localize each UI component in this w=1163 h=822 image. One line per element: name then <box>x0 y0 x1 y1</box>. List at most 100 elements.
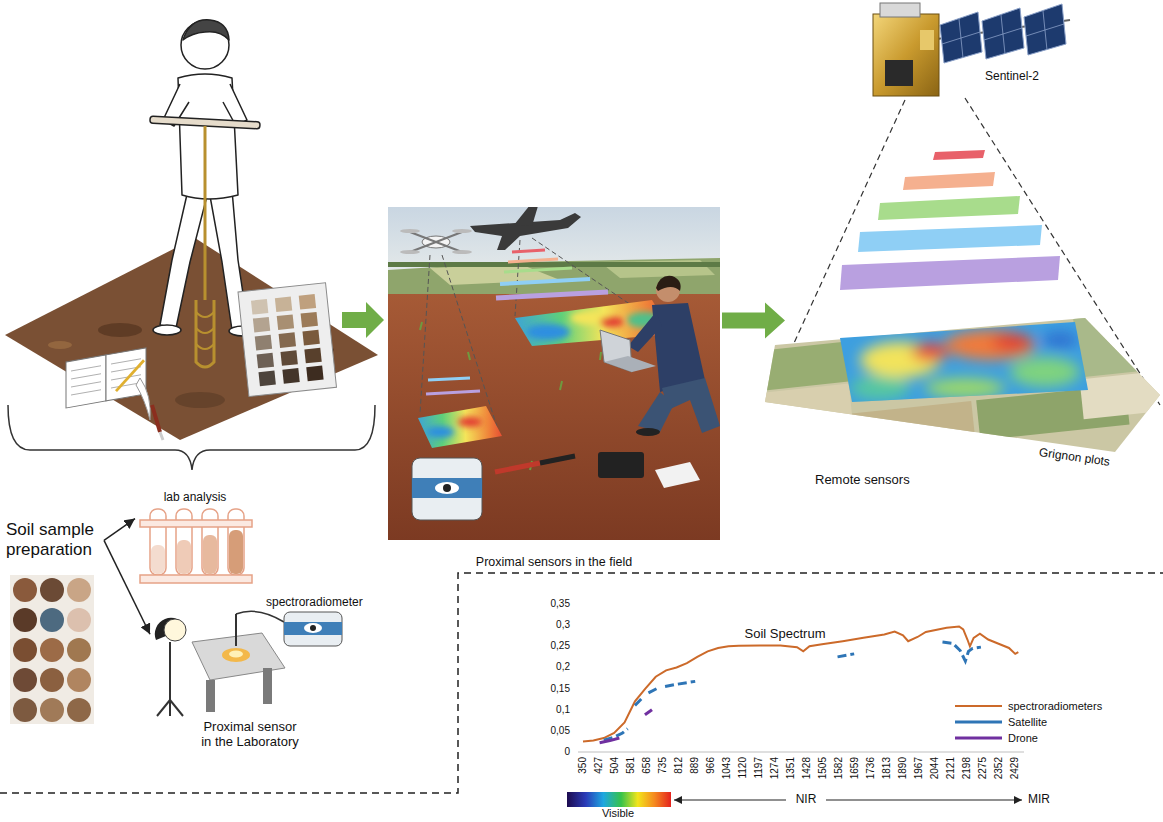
spectrum-curve <box>648 689 656 693</box>
satellite-footprint <box>840 256 1060 290</box>
test-tube-rack <box>150 509 166 575</box>
field-photo <box>426 391 480 394</box>
aerial-map <box>835 315 1095 410</box>
test-tube-rack <box>177 540 191 574</box>
sampling-tools <box>136 378 163 440</box>
axis-tick: 2275 <box>977 757 989 779</box>
axis-tick: 0,1 <box>556 704 570 716</box>
aerial-map <box>1010 357 1080 387</box>
soil-sample-dishes <box>67 698 91 722</box>
munsell-chart <box>275 297 292 313</box>
lab-setup <box>155 611 342 716</box>
munsell-chart <box>277 314 294 330</box>
spectral-scale <box>674 799 786 800</box>
axis-tick: 0,25 <box>551 641 570 653</box>
aerial-map <box>1042 332 1078 348</box>
field-photo <box>638 392 674 432</box>
node-text: Soil sample preparation <box>6 520 102 561</box>
munsell-chart <box>238 283 336 397</box>
soil-sample-dishes <box>67 668 91 692</box>
person-sketch <box>183 20 229 40</box>
axis-tick: 735 <box>657 757 669 774</box>
field-photo <box>495 463 540 472</box>
legend-text: Satellite <box>1008 716 1047 729</box>
node-text: Proximal sensor in the Laboratory <box>198 719 302 750</box>
axis-tick: 812 <box>673 757 685 774</box>
field-photo <box>400 250 420 254</box>
field-photo <box>652 303 705 392</box>
satellite-footprint <box>858 225 1042 252</box>
lab-setup <box>206 680 215 712</box>
lab-setup <box>169 642 171 700</box>
legend-line <box>955 705 1002 707</box>
sampling-tools <box>152 405 160 432</box>
test-tube-rack <box>140 509 252 583</box>
test-tube-rack <box>229 530 243 574</box>
spectrum-curve <box>838 654 855 657</box>
aerial-map <box>755 308 1163 462</box>
test-tube-rack <box>151 545 165 574</box>
legend-line <box>955 721 1002 724</box>
soil-sample-dishes <box>13 578 37 602</box>
lab-setup <box>235 614 237 646</box>
spectrum-curve <box>635 697 643 705</box>
field-photo <box>508 259 558 262</box>
field-photo <box>412 478 482 498</box>
axis-tick: 504 <box>609 757 621 774</box>
axis-tick: 2352 <box>993 757 1005 779</box>
soil-sample-dishes <box>40 608 64 632</box>
satellite <box>873 3 1070 96</box>
aerial-map <box>850 330 1080 400</box>
test-tube-rack <box>176 509 192 575</box>
axis-tick: 0,35 <box>551 598 570 610</box>
soil-sample-dishes <box>67 608 91 632</box>
soil-sample-dishes <box>40 578 64 602</box>
soil-sample-dishes <box>13 608 37 632</box>
axis-tick: 2044 <box>929 757 941 779</box>
spectral-scale <box>567 792 1022 807</box>
aerial-map <box>1073 308 1163 377</box>
lab-setup <box>236 611 284 622</box>
process-arrow <box>722 303 785 339</box>
axis-tick: 2121 <box>945 757 957 779</box>
bracket <box>8 405 375 470</box>
aerial-map <box>992 335 1032 349</box>
field-photo <box>598 452 644 478</box>
spectrum-curve <box>600 738 620 743</box>
field-photo <box>426 417 482 438</box>
axis-tick: 1120 <box>737 757 749 779</box>
soil-ground <box>5 238 378 440</box>
satellite-footprint <box>933 150 985 160</box>
instrument-name: spectroradiometer <box>266 596 363 610</box>
satellite-name: Sentinel-2 <box>985 70 1039 84</box>
flow-arrow <box>104 540 150 634</box>
lab-setup <box>284 612 342 646</box>
munsell-chart <box>304 348 321 364</box>
axis-tick: 966 <box>705 757 717 774</box>
band-name: MIR <box>1028 793 1050 807</box>
aerial-map <box>925 378 1005 398</box>
munsell-chart <box>301 312 318 328</box>
legend-line <box>955 737 1002 740</box>
aerial-map <box>852 401 976 453</box>
test-tube-rack <box>203 535 217 574</box>
lab-setup <box>155 618 186 640</box>
soil-sample-dishes <box>13 638 37 662</box>
field-photo <box>452 250 472 254</box>
field-photo <box>415 400 507 452</box>
field-photo <box>420 322 601 470</box>
field-photo <box>512 250 545 252</box>
aerial-map <box>912 343 948 361</box>
axis-tick: 1659 <box>849 757 861 779</box>
band-name: NIR <box>796 793 817 807</box>
field-photo <box>426 426 454 438</box>
field-notebook <box>66 355 106 408</box>
field-photo <box>504 268 572 272</box>
band-name: Visible <box>602 807 634 820</box>
axis-tick: 1274 <box>769 757 781 779</box>
node-text: Proximal sensors in the field <box>476 555 632 570</box>
soil-ground <box>5 238 378 440</box>
axis-tick: 0,2 <box>556 662 570 674</box>
